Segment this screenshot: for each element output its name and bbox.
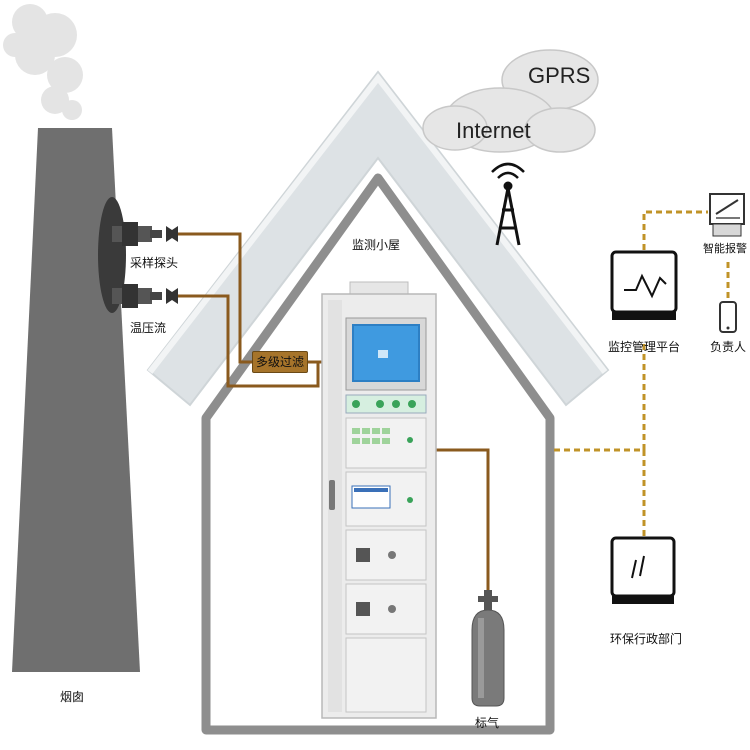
- label-monitoring-platform: 监控管理平台: [608, 340, 681, 354]
- env-department-monitor-icon: [610, 536, 676, 604]
- label-env-department: 环保行政部门: [610, 632, 683, 646]
- monitoring-platform-monitor-icon: [610, 250, 678, 320]
- label-monitoring-house: 监测小屋: [352, 238, 401, 252]
- sample-pipes: [178, 232, 490, 590]
- label-responsible-person: 负责人: [710, 340, 747, 354]
- network-links: [554, 210, 730, 536]
- standard-gas-cylinder-icon: [471, 590, 505, 707]
- temp-pressure-flow-sensor-icon: [112, 284, 178, 308]
- label-chimney: 烟囱: [60, 690, 85, 704]
- chimney: [12, 128, 140, 672]
- sampling-probe-icon: [112, 222, 178, 246]
- house-roof-shade: [147, 73, 608, 374]
- smart-alarm-icon: [709, 193, 745, 237]
- internet-cloud: [422, 49, 599, 153]
- label-sampling-probe: 采样探头: [130, 256, 179, 270]
- analyzer-cabinet: [321, 281, 437, 719]
- antenna-icon: [491, 162, 525, 246]
- label-standard-gas: 标气: [475, 716, 500, 730]
- smoke-cloud: [3, 4, 83, 120]
- multi-filter-box: 多级过滤: [252, 351, 308, 373]
- house-roof: [146, 70, 610, 407]
- label-smart-alarm: 智能报警: [703, 242, 747, 255]
- label-internet: Internet: [456, 118, 531, 143]
- label-gprs: GPRS: [528, 63, 591, 88]
- mobile-phone-icon: [719, 301, 737, 333]
- label-temp-pressure-flow: 温压流: [130, 321, 167, 335]
